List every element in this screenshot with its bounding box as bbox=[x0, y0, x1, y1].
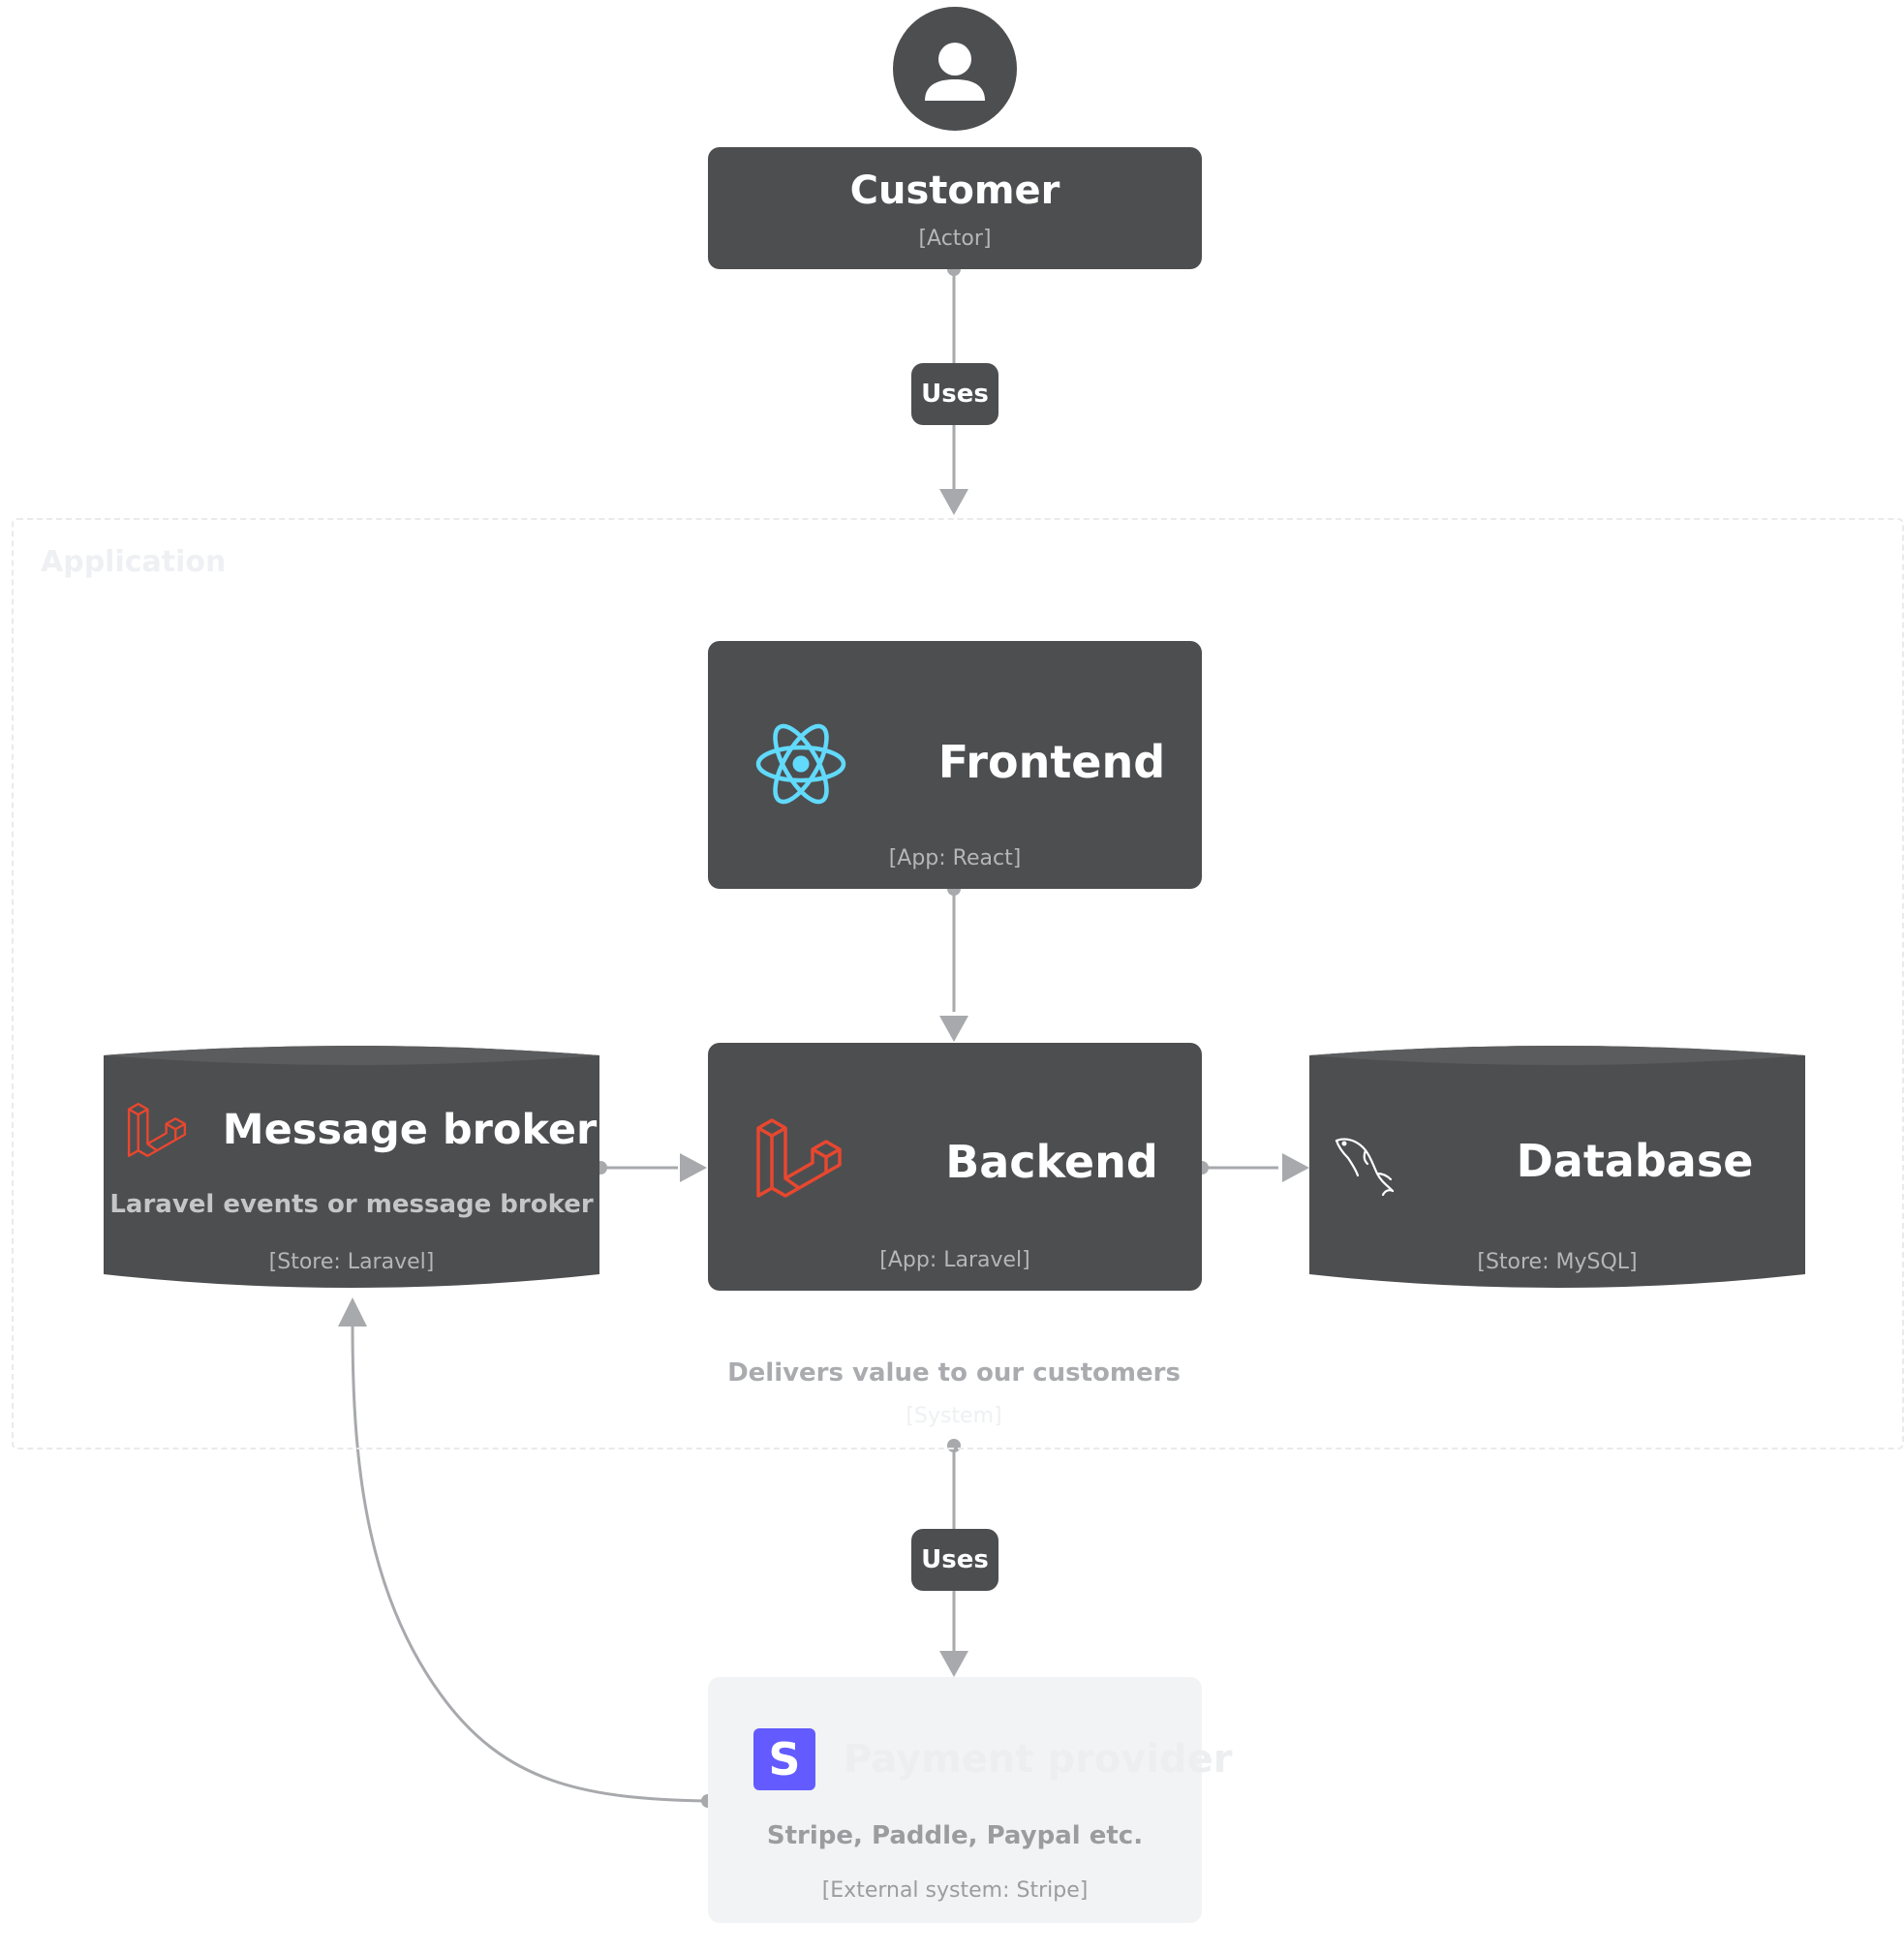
frontend-title: Frontend bbox=[937, 736, 1166, 788]
cylinder-shape bbox=[104, 1046, 599, 1288]
payment-provider-description: Stripe, Paddle, Paypal etc. bbox=[766, 1821, 1144, 1850]
edge-arrowhead bbox=[939, 489, 968, 515]
database-tech: [Store: MySQL] bbox=[1477, 1250, 1638, 1274]
frontend-tech: [App: React] bbox=[888, 846, 1022, 870]
edge-label-uses-bottom: Uses bbox=[911, 1529, 998, 1591]
message-broker-tech: [Store: Laravel] bbox=[268, 1250, 435, 1274]
backend-node[interactable]: Backend [App: Laravel] bbox=[708, 1043, 1202, 1291]
laravel-icon bbox=[756, 1118, 842, 1198]
payment-provider-node[interactable]: S Payment provider Stripe, Paddle, Paypa… bbox=[708, 1677, 1233, 1923]
payment-provider-tech: [External system: Stripe] bbox=[821, 1878, 1089, 1903]
mysql-dolphin-icon bbox=[1335, 1138, 1395, 1197]
application-description: Delivers value to our customers bbox=[727, 1358, 1181, 1388]
message-broker-node[interactable]: Message broker Laravel events or message… bbox=[104, 1042, 599, 1294]
frontend-node[interactable]: Frontend [App: React] bbox=[708, 641, 1202, 889]
database-node[interactable]: Database [Store: MySQL] bbox=[1309, 1042, 1805, 1294]
message-broker-description: Laravel events or message broker bbox=[109, 1190, 594, 1219]
edge-arrowhead bbox=[1282, 1153, 1309, 1182]
backend-tech: [App: Laravel] bbox=[879, 1248, 1030, 1272]
backend-title: Backend bbox=[945, 1136, 1158, 1188]
edge-arrowhead bbox=[939, 1016, 968, 1042]
edge-label-uses-top: Uses bbox=[911, 363, 998, 425]
laravel-icon bbox=[127, 1102, 187, 1157]
edge-arrowhead bbox=[338, 1297, 367, 1327]
database-title: Database bbox=[1516, 1135, 1754, 1187]
edge-arrowhead bbox=[680, 1153, 707, 1182]
user-icon bbox=[925, 43, 985, 101]
application-boundary-label: Application bbox=[41, 545, 227, 579]
edge-arrowhead bbox=[939, 1651, 968, 1677]
payment-provider-title: Payment provider bbox=[844, 1737, 1233, 1782]
message-broker-title: Message broker bbox=[222, 1106, 598, 1154]
customer-tech: [Actor] bbox=[918, 227, 992, 251]
customer-node[interactable]: Customer [Actor] bbox=[708, 147, 1202, 269]
cylinder-shape bbox=[1309, 1046, 1805, 1288]
application-boundary bbox=[12, 518, 1904, 1449]
application-tech: [System] bbox=[906, 1404, 1002, 1428]
react-icon bbox=[755, 723, 846, 805]
edge-payment-to-broker bbox=[351, 1324, 708, 1803]
customer-title: Customer bbox=[849, 168, 1060, 213]
customer-avatar[interactable] bbox=[893, 7, 1017, 131]
stripe-icon: S bbox=[753, 1728, 815, 1790]
